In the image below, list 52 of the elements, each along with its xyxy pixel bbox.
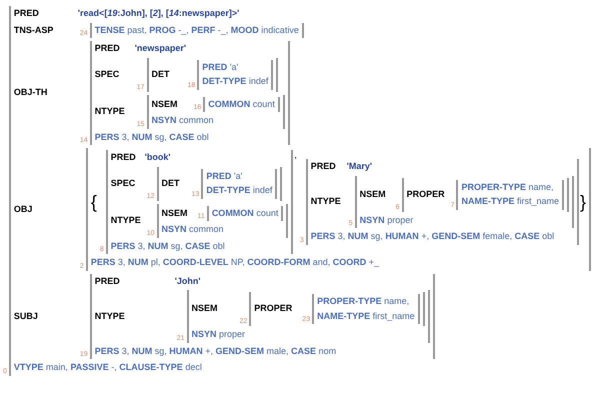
- feature-list: PERS 3, NUM sg, HUMAN +, GEND-SEM male, CASE nom: [94, 346, 336, 357]
- feature-list: NSYN proper: [360, 214, 414, 226]
- attribute-label: PRED: [94, 43, 121, 54]
- attribute-label: NTYPE: [94, 106, 126, 118]
- attribute-label: SPEC: [110, 178, 136, 190]
- attribute-label: DET: [162, 178, 181, 190]
- feature-list: NAME-TYPE first_name: [317, 310, 415, 322]
- set-brace: {: [90, 193, 97, 211]
- attribute-label: DET: [152, 68, 170, 80]
- feature-list: PROPER-TYPE name,: [317, 296, 410, 308]
- feature-list: PRED 'a': [206, 170, 242, 182]
- attribute-label: SPEC: [94, 68, 120, 80]
- separator-comma: ,: [294, 150, 297, 162]
- attribute-label: OBJ: [14, 204, 34, 215]
- attribute-label: PRED: [14, 8, 40, 20]
- feature-list: PRED 'a': [202, 62, 238, 73]
- attribute-label: PRED: [110, 152, 137, 164]
- attribute-value: 'Mary': [346, 161, 372, 173]
- feature-list: TENSE past, PROG -_, PERF -_, MOOD indicative: [94, 24, 299, 36]
- feature-list: COMMON count: [208, 98, 275, 110]
- attribute-value: 'read<[19:John], [2], [14:newspaper]>': [78, 8, 240, 20]
- attribute-label: NTYPE: [310, 196, 342, 208]
- feature-list: PERS 3, NUM sg, CASE obl: [110, 240, 225, 252]
- feature-list: PERS 3, NUM sg, HUMAN +, GEND-SEM female, CASE obl: [310, 231, 554, 243]
- feature-list: NAME-TYPE first_name: [461, 196, 560, 208]
- feature-list: DET-TYPE indef: [206, 185, 272, 196]
- feature-list: PERS 3, NUM pl, COORD-LEVEL NP, COORD-FORM and, COORD +_: [90, 257, 380, 268]
- attribute-label: PRED: [310, 161, 337, 173]
- attribute-value: 'book': [144, 152, 171, 164]
- attribute-value: 'John': [174, 276, 200, 287]
- attribute-label: PRED: [94, 276, 121, 287]
- attribute-label: NSEM: [192, 303, 219, 315]
- feature-list: DET-TYPE indef: [202, 76, 268, 88]
- attribute-label: NSEM: [360, 189, 387, 200]
- feature-list: COMMON count: [212, 208, 278, 219]
- feature-list: NSYN common: [152, 115, 214, 126]
- attribute-label: SUBJ: [14, 310, 39, 322]
- feature-list: NSYN common: [162, 224, 224, 236]
- feature-list: PERS 3, NUM sg, CASE obl: [94, 132, 209, 143]
- attribute-label: NTYPE: [94, 310, 126, 322]
- attribute-label: NSEM: [152, 98, 179, 110]
- attribute-label: OBJ-TH: [14, 87, 48, 99]
- attribute-value: 'newspaper': [134, 43, 186, 54]
- attribute-label: PROPER: [406, 189, 446, 200]
- feature-list: NSYN proper: [192, 329, 246, 340]
- attribute-label: PROPER: [254, 303, 294, 315]
- set-brace: }: [580, 193, 586, 211]
- attribute-label: NSEM: [162, 208, 189, 219]
- attribute-label: TNS-ASP: [14, 24, 54, 36]
- feature-list: VTYPE main, PASSIVE -, CLAUSE-TYPE decl: [14, 362, 202, 374]
- attribute-label: NTYPE: [110, 214, 142, 226]
- feature-list: PROPER-TYPE name,: [461, 182, 554, 194]
